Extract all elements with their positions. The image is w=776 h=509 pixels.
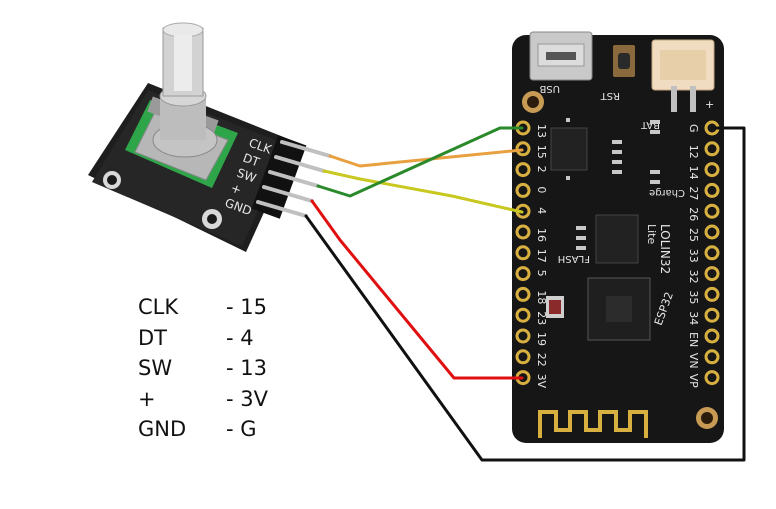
pin-mapping-value: - 13 (226, 356, 267, 380)
board-pin-label: 34 (687, 311, 700, 325)
encoder-pin-vcc (262, 185, 314, 203)
board-pin-label: 33 (687, 249, 700, 263)
wire-clk-to-15 (328, 148, 524, 168)
board-pin-label: 26 (687, 207, 700, 221)
board-pin (704, 328, 720, 344)
encoder-pin-sw (268, 170, 320, 188)
board-pin (515, 349, 531, 365)
pin-mapping-value: - 4 (226, 325, 254, 350)
board-pin (515, 328, 531, 344)
lolin32-board: USB RST BAT + Char (512, 31, 724, 443)
pin-mapping-name: + (138, 386, 156, 411)
pin-mapping-row: CLK - 15 (138, 292, 268, 323)
encoder-pin-clk (280, 140, 332, 158)
pin-mapping-table: CLK - 15 DT - 4 SW - 13 + - 3V GND - G (138, 292, 268, 445)
pin-mapping-row: SW - 13 (138, 353, 268, 384)
board-pin-label: VN (687, 353, 700, 369)
wifi-antenna (538, 410, 648, 438)
lite-label: Lite (645, 224, 658, 244)
board-pin-label: 13 (535, 124, 548, 138)
encoder-pin-label: SW (235, 166, 258, 186)
board-pin (515, 307, 531, 323)
board-pin-label: VP (687, 374, 700, 389)
board-pin-label: G (687, 124, 700, 133)
encoder-pin-dt (274, 155, 326, 173)
pin-mapping-name: SW (138, 356, 173, 380)
wire-vcc-to-3v (310, 199, 524, 380)
board-pin-label: 14 (687, 166, 700, 180)
wire-sw-to-13 (316, 126, 524, 198)
board-pin (704, 307, 720, 323)
bat-plus-label: + (705, 98, 714, 111)
board-pin-label: 27 (687, 186, 700, 200)
board-pin (515, 162, 531, 178)
ic-chip (595, 214, 639, 264)
board-pin (704, 162, 720, 178)
board-pin (704, 182, 720, 198)
board-pin (704, 266, 720, 282)
pin-mapping-row: DT - 4 (138, 323, 268, 354)
rst-label: RST (600, 90, 620, 101)
board-pin (704, 370, 720, 386)
board-pin (515, 182, 531, 198)
encoder-pin-gnd (256, 200, 308, 218)
board-pin-label: 35 (687, 290, 700, 304)
ic-chip (550, 127, 588, 171)
usb-label: USB (539, 83, 560, 94)
board-pin-label: 4 (535, 207, 548, 214)
board-pin-label: 19 (535, 332, 548, 346)
board-pin-label: 18 (535, 290, 548, 304)
pin-mapping-row: + - 3V (138, 384, 268, 415)
pin-mapping-value: - 3V (226, 386, 268, 411)
board-pin-label: 22 (535, 353, 548, 367)
wire-gnd-to-g (304, 126, 746, 462)
bat-label: BAT (640, 119, 660, 130)
pin-mapping-value: - G (226, 417, 257, 441)
board-pin (704, 349, 720, 365)
board-pin (515, 224, 531, 240)
board-pin-label: 2 (535, 166, 548, 173)
flash-label: FLASH (558, 253, 590, 264)
board-pin (704, 224, 720, 240)
charge-label: Charge (649, 187, 685, 198)
board-pin (704, 286, 720, 302)
board-pin-label: 3V (535, 374, 548, 389)
board-pin (704, 141, 720, 157)
pin-mapping-name: GND (138, 417, 187, 441)
board-pin-label: 16 (535, 228, 548, 242)
board-pin-label: 15 (535, 145, 548, 159)
pin-mapping-value: - 15 (226, 295, 267, 319)
encoder-pin-label: + (229, 181, 243, 198)
left-pin-header: 13 15 2 0 4 16 17 5 18 23 19 22 3V (515, 120, 548, 389)
pin-mapping-name: CLK (138, 295, 179, 319)
pin-mapping-row: GND - G (138, 414, 268, 445)
board-pin (515, 286, 531, 302)
encoder-pin-label: DT (241, 151, 262, 170)
board-pin-label: 0 (535, 186, 548, 193)
encoder-header (251, 135, 307, 219)
board-pin (704, 245, 720, 261)
board-pin-label: EN (687, 332, 700, 347)
board-pin (515, 245, 531, 261)
board-pin (515, 141, 531, 157)
board-pin (515, 266, 531, 282)
wires (304, 126, 746, 462)
board-pin-label: 12 (687, 145, 700, 159)
board-pin (704, 203, 720, 219)
model-label: LOLIN32 (658, 224, 672, 274)
board-pin-label: 25 (687, 228, 700, 242)
board-pin-label: 32 (687, 270, 700, 284)
board-pin-label: 17 (535, 249, 548, 263)
wire-dt-to-4 (322, 169, 524, 214)
board-pin-label: 5 (535, 270, 548, 277)
board-pin-label: 23 (535, 311, 548, 325)
pin-mapping-name: DT (138, 325, 167, 350)
